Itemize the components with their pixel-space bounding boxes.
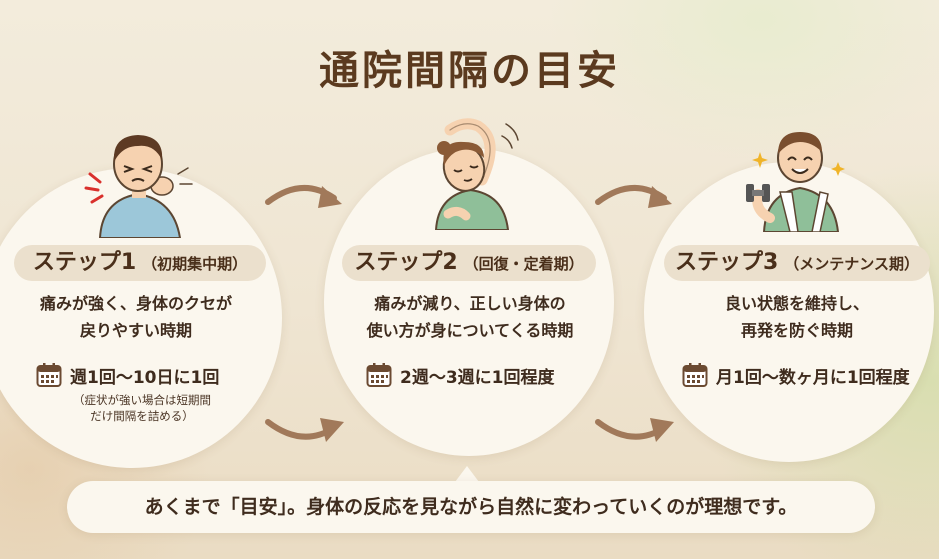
- footer-pointer: [455, 466, 479, 482]
- person-in-pain-illustration: [84, 135, 193, 238]
- step-1-frequency: 週1回〜10日に1回: [36, 362, 219, 388]
- page-title: 通院間隔の目安: [319, 48, 620, 94]
- step-3-desc-line-1: 良い状態を維持し、: [724, 294, 869, 313]
- footer-banner: あくまで「目安」。身体の反応を見ながら自然に変わっていくのが理想です。: [67, 481, 875, 533]
- step-3-desc-line-2: 再発を防ぐ時期: [740, 321, 853, 340]
- step-1-description: 痛みが強く、身体のクセが 戻りやすい時期: [2, 290, 270, 344]
- step-2-frequency-text: 2週〜3週に1回程度: [400, 367, 555, 388]
- curved-arrow-icon: [265, 418, 344, 442]
- step-2-label: ステップ2 （回復・定着期）: [342, 245, 596, 281]
- step-1-period: （初期集中期）: [142, 255, 248, 273]
- step-1-note-line-2: だけ間隔を詰める）: [90, 409, 194, 423]
- step-3-description: 良い状態を維持し、 再発を防ぐ時期: [664, 290, 930, 344]
- curved-arrow-icon: [595, 418, 674, 442]
- step-2-desc-line-1: 痛みが減り、正しい身体の: [374, 294, 566, 313]
- step-3-title: ステップ3: [674, 250, 779, 275]
- step-3-label: ステップ3 （メンテナンス期）: [664, 245, 930, 281]
- step-2-description: 痛みが減り、正しい身体の 使い方が身についてくる時期: [334, 290, 606, 344]
- step-3-frequency: 月1回〜数ヶ月に1回程度: [682, 362, 910, 388]
- step-1-label: ステップ1 （初期集中期）: [14, 245, 266, 281]
- calendar-icon: [36, 363, 62, 387]
- calendar-icon: [682, 363, 708, 387]
- step-1-frequency-text: 週1回〜10日に1回: [70, 367, 220, 388]
- footer-text: あくまで「目安」。身体の反応を見ながら自然に変わっていくのが理想です。: [144, 496, 798, 518]
- curved-arrow-icon: [265, 184, 342, 208]
- step-1-desc-line-2: 戻りやすい時期: [79, 321, 192, 340]
- step-3-period: （メンテナンス期）: [784, 255, 919, 273]
- curved-arrow-icon: [595, 184, 672, 208]
- step-1-title: ステップ1: [32, 250, 137, 275]
- step-3-frequency-text: 月1回〜数ヶ月に1回程度: [716, 367, 910, 388]
- person-with-dumbbell-illustration: [746, 132, 845, 232]
- calendar-icon: [366, 363, 392, 387]
- person-stretching-illustration: [434, 118, 519, 230]
- step-1-note: （症状が強い場合は短期間 だけ間隔を詰める）: [58, 392, 226, 424]
- step-2-frequency: 2週〜3週に1回程度: [366, 362, 555, 388]
- step-2-desc-line-2: 使い方が身についてくる時期: [366, 321, 574, 340]
- step-1-desc-line-1: 痛みが強く、身体のクセが: [39, 294, 232, 313]
- step-1-note-line-1: （症状が強い場合は短期間: [73, 393, 211, 407]
- step-2-period: （回復・定着期）: [463, 255, 584, 273]
- step-2-title: ステップ2: [354, 250, 458, 275]
